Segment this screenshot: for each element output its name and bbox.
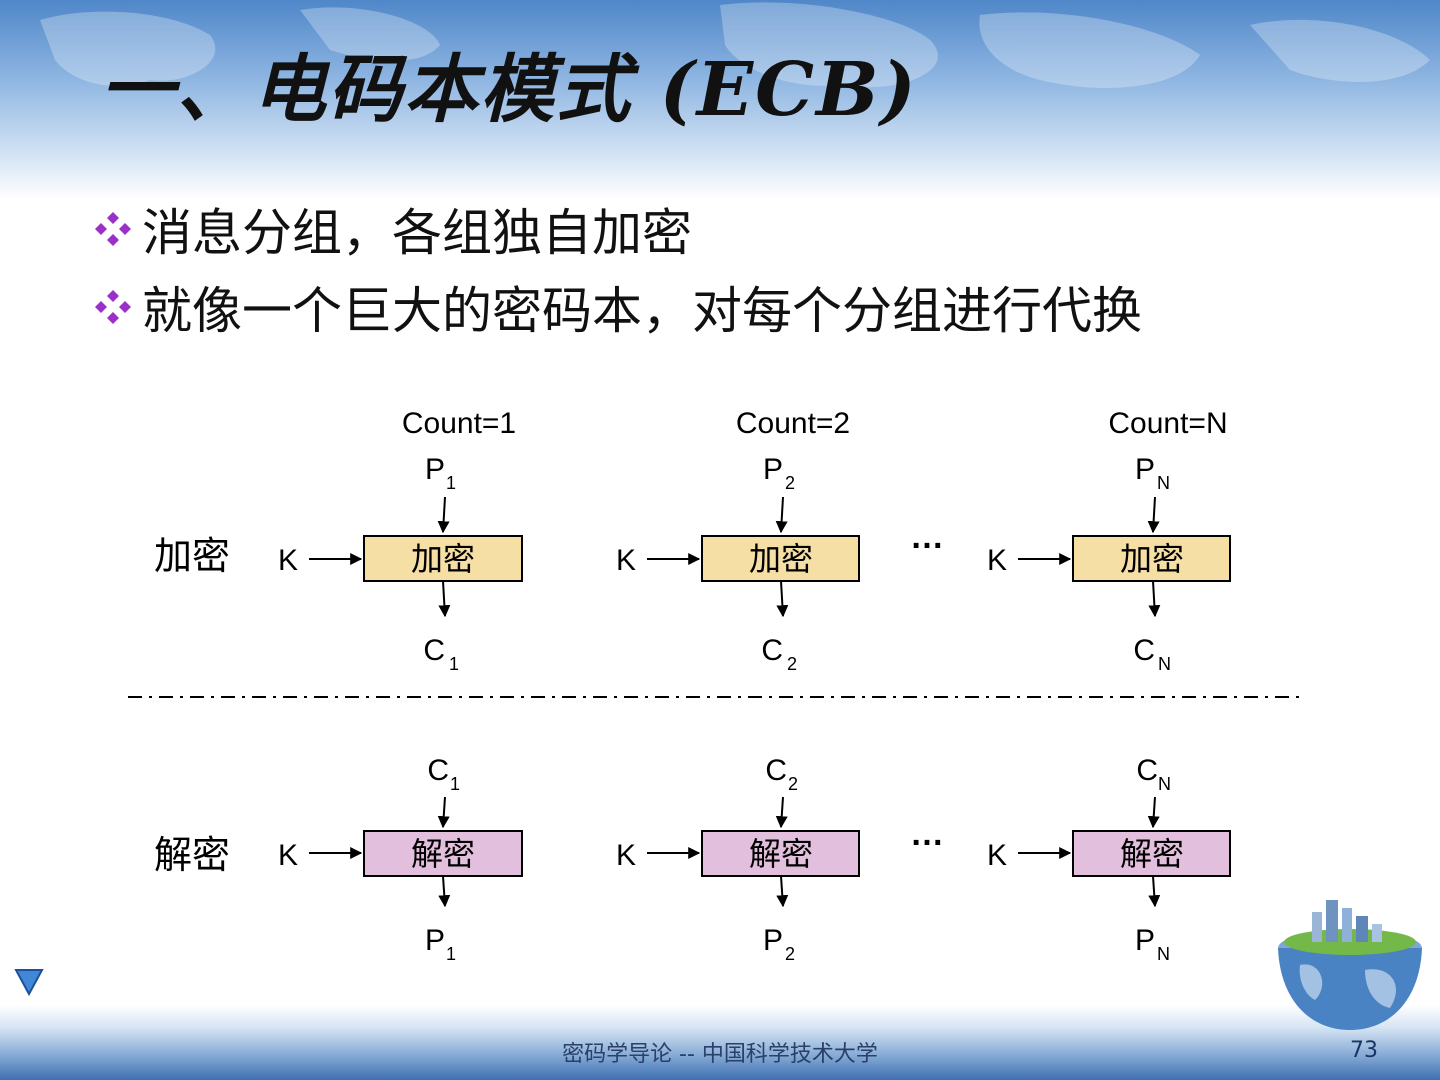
bullet-item: 就像一个巨大的密码本，对每个分组进行代换 <box>90 268 1142 346</box>
input-arrow <box>1147 496 1160 534</box>
output-arrow <box>776 875 789 908</box>
globe-city-icon <box>1278 900 1422 1030</box>
plaintext-label: P <box>425 453 445 486</box>
encrypt-box <box>701 535 860 582</box>
ciphertext-subscript: 1 <box>450 774 460 794</box>
navigation-arrow-icon[interactable] <box>14 968 44 996</box>
plaintext-subscript: 2 <box>785 944 795 964</box>
ecb-diagram: 加密 解密 Count=1 Count=2 Count=N P 1 K 加密 C… <box>128 407 1300 964</box>
key-label: K <box>987 839 1007 872</box>
bullet-item: 消息分组，各组独自加密 <box>90 190 1142 268</box>
decrypt-box <box>701 830 860 877</box>
bullet-list: 消息分组，各组独自加密 就像一个巨大的密码本，对每个分组进行代换 <box>90 190 1142 346</box>
slide-title: 一、电码本模式 (ECB) <box>100 47 918 133</box>
footer-background <box>0 1005 1440 1080</box>
input-arrow <box>775 496 788 534</box>
input-arrow <box>437 796 450 829</box>
encrypt-box <box>363 535 523 582</box>
decrypt-block: C 2 K 解密 P 2 <box>616 754 860 964</box>
encrypt-block: P N K 加密 C N <box>987 453 1231 674</box>
decrypt-box-label: 解密 <box>411 836 475 872</box>
bullet-text: 就像一个巨大的密码本，对每个分组进行代换 <box>142 282 1142 340</box>
ciphertext-label: C <box>761 634 783 667</box>
decrypt-block: C 1 K 解密 P 1 <box>278 754 523 964</box>
encrypt-box-label: 加密 <box>411 541 475 577</box>
row-label-decrypt: 解密 <box>154 835 230 877</box>
key-label: K <box>278 544 298 577</box>
ciphertext-label: C <box>423 634 445 667</box>
input-arrow <box>437 496 450 534</box>
decrypt-box-label: 解密 <box>1120 836 1184 872</box>
encrypt-box <box>1072 535 1231 582</box>
ellipsis: … <box>910 815 944 853</box>
decrypt-box-label: 解密 <box>749 836 813 872</box>
plaintext-label: P <box>1135 453 1155 486</box>
output-arrow <box>438 580 451 618</box>
ciphertext-subscript: N <box>1158 774 1171 794</box>
plaintext-label: P <box>763 924 783 957</box>
plaintext-label: P <box>763 453 783 486</box>
decrypt-box <box>1072 830 1231 877</box>
diamond-bullet-icon <box>95 290 131 324</box>
diamond-bullet-icon <box>95 212 131 246</box>
encrypt-block: P 2 K 加密 C 2 <box>616 453 860 674</box>
output-arrow <box>1148 875 1161 908</box>
ciphertext-label: C <box>1133 634 1155 667</box>
ciphertext-subscript: 2 <box>787 654 797 674</box>
plaintext-subscript: 1 <box>446 944 456 964</box>
header-background <box>0 0 1440 200</box>
decrypt-block: C N K 解密 P N <box>987 754 1231 964</box>
plaintext-subscript: N <box>1157 473 1170 493</box>
plaintext-subscript: N <box>1157 944 1170 964</box>
footer-text: 密码学导论 -- 中国科学技术大学 <box>562 1042 878 1067</box>
encrypt-block: P 1 K 加密 C 1 <box>278 453 523 674</box>
plaintext-label: P <box>425 924 445 957</box>
bullet-text: 消息分组，各组独自加密 <box>142 204 692 262</box>
ciphertext-subscript: 2 <box>788 774 798 794</box>
output-arrow <box>1148 580 1161 618</box>
plaintext-subscript: 1 <box>446 473 456 493</box>
encrypt-box-label: 加密 <box>1120 541 1184 577</box>
ciphertext-subscript: 1 <box>449 654 459 674</box>
input-arrow <box>775 796 788 829</box>
row-label-encrypt: 加密 <box>154 536 230 578</box>
ciphertext-subscript: N <box>1158 654 1171 674</box>
input-arrow <box>1147 796 1160 829</box>
decrypt-box <box>363 830 523 877</box>
key-label: K <box>616 544 636 577</box>
count-label: Count=2 <box>736 407 850 440</box>
key-label: K <box>278 839 298 872</box>
count-label: Count=N <box>1108 407 1227 440</box>
key-label: K <box>987 544 1007 577</box>
key-label: K <box>616 839 636 872</box>
plaintext-subscript: 2 <box>785 473 795 493</box>
output-arrow <box>776 580 789 618</box>
ciphertext-label: C <box>1136 754 1158 787</box>
output-arrow <box>438 875 451 908</box>
ellipsis: … <box>910 518 944 556</box>
ciphertext-label: C <box>427 754 449 787</box>
encrypt-box-label: 加密 <box>749 541 813 577</box>
world-map-decoration <box>40 2 1430 88</box>
page-number: 73 <box>1350 1038 1378 1063</box>
count-label: Count=1 <box>402 407 516 440</box>
plaintext-label: P <box>1135 924 1155 957</box>
ciphertext-label: C <box>765 754 787 787</box>
